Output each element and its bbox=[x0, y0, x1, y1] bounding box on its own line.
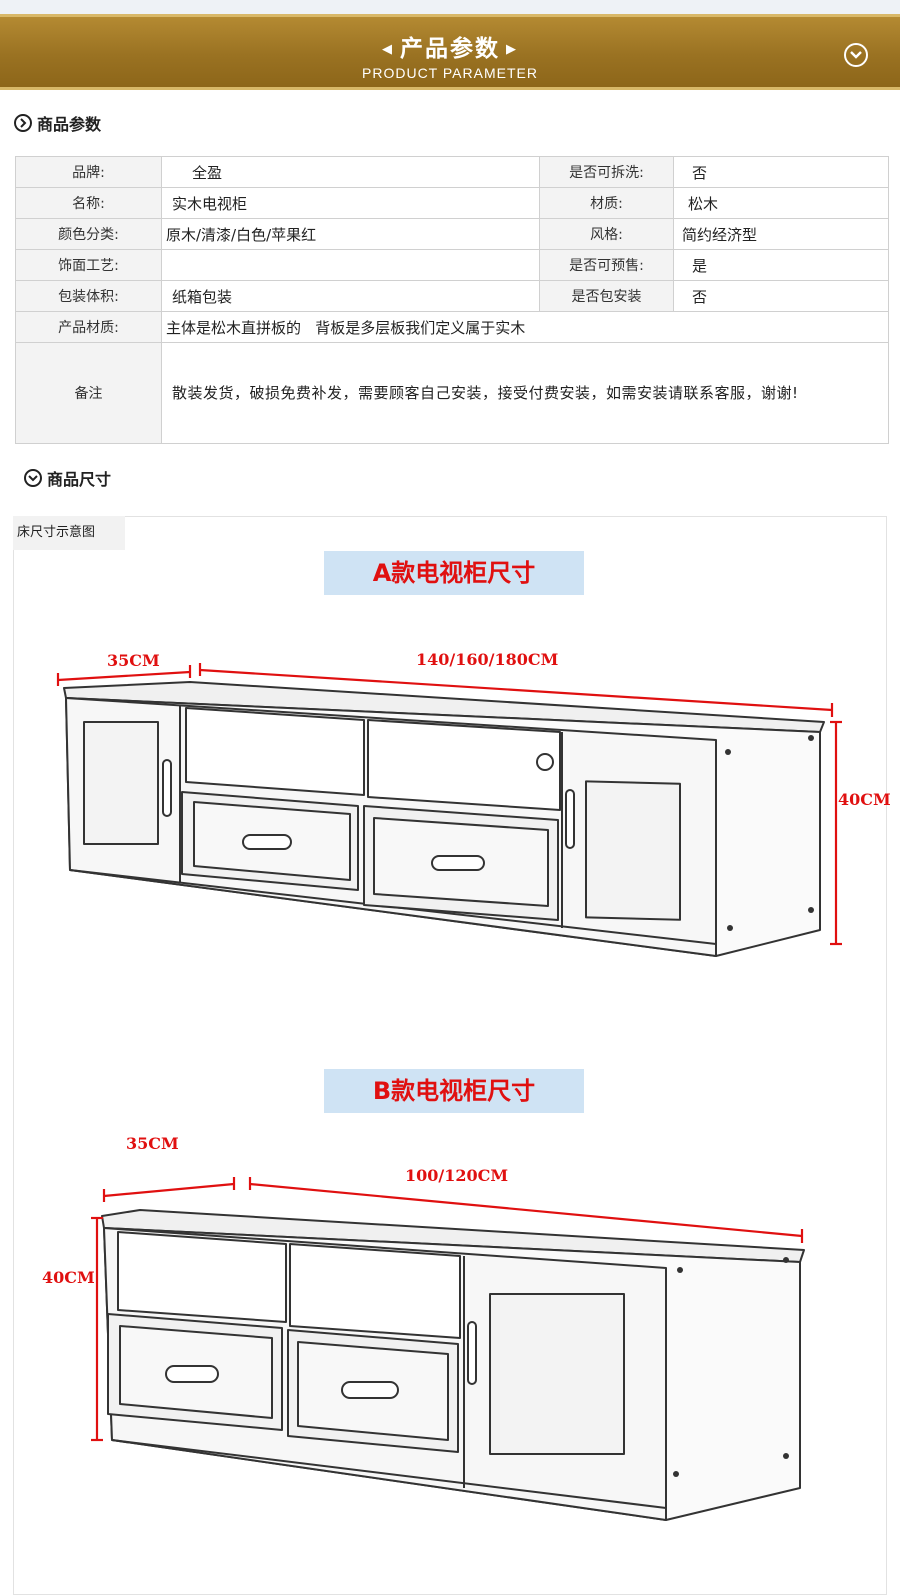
cabinet-b-drawing bbox=[101, 1209, 805, 1521]
color-label: 颜色分类: bbox=[15, 218, 162, 250]
params-section-heading: 商品参数 bbox=[14, 111, 101, 135]
table-row: 包装体积: 纸箱包装 是否包安装 否 bbox=[15, 280, 889, 312]
presale-label: 是否可预售: bbox=[539, 249, 674, 281]
table-row: 颜色分类: 原木/清漆/白色/苹果红 风格: 简约经济型 bbox=[15, 218, 889, 250]
name-label: 名称: bbox=[15, 187, 162, 219]
chevron-down-icon bbox=[24, 469, 42, 487]
banner-title: ◀产品参数▶ bbox=[382, 36, 518, 62]
model-a-height-label: 40CM bbox=[838, 790, 891, 809]
detachable-label: 是否可拆洗: bbox=[539, 156, 674, 188]
model-b-width-label: 100/120CM bbox=[405, 1166, 509, 1185]
model-b-title: B款电视柜尺寸 bbox=[324, 1069, 584, 1113]
section-banner: ◀产品参数▶ PRODUCT PARAMETER bbox=[0, 14, 900, 90]
finish-value bbox=[161, 249, 540, 281]
model-a-width-label: 140/160/180CM bbox=[416, 650, 559, 669]
model-b-height-label: 40CM bbox=[42, 1268, 95, 1287]
banner-subtitle: PRODUCT PARAMETER bbox=[362, 65, 538, 81]
model-a-title: A款电视柜尺寸 bbox=[324, 551, 584, 595]
top-strip bbox=[0, 0, 900, 14]
name-value: 实木电视柜 bbox=[161, 187, 540, 219]
params-table: 品牌: 全盈 是否可拆洗: 否 名称: 实木电视柜 材质: 松木 颜色分类: 原… bbox=[15, 156, 889, 444]
style-label: 风格: bbox=[539, 218, 674, 250]
color-value: 原木/清漆/白色/苹果红 bbox=[161, 218, 540, 250]
diagram-tab: 床尺寸示意图 bbox=[13, 516, 125, 550]
model-a-depth-label: 35CM bbox=[107, 651, 160, 670]
style-value: 简约经济型 bbox=[673, 218, 889, 250]
table-row: 备注 散装发货，破损免费补发，需要顾客自己安装，接受付费安装，如需安装请联系客服… bbox=[15, 342, 889, 444]
chevron-down-icon[interactable] bbox=[844, 43, 868, 67]
material-value: 松木 bbox=[673, 187, 889, 219]
model-b-depth-label: 35CM bbox=[126, 1134, 179, 1153]
table-row: 饰面工艺: 是否可预售: 是 bbox=[15, 249, 889, 281]
table-row: 品牌: 全盈 是否可拆洗: 否 bbox=[15, 156, 889, 188]
brand-value: 全盈 bbox=[161, 156, 540, 188]
install-value: 否 bbox=[673, 280, 889, 312]
table-row: 名称: 实木电视柜 材质: 松木 bbox=[15, 187, 889, 219]
presale-value: 是 bbox=[673, 249, 889, 281]
triangle-left-icon: ◀ bbox=[382, 42, 394, 57]
size-section-heading: 商品尺寸 bbox=[24, 466, 111, 490]
material-label: 材质: bbox=[539, 187, 674, 219]
finish-label: 饰面工艺: bbox=[15, 249, 162, 281]
package-label: 包装体积: bbox=[15, 280, 162, 312]
detachable-value: 否 bbox=[673, 156, 889, 188]
cabinet-a-drawing bbox=[63, 681, 825, 957]
note-value: 散装发货，破损免费补发，需要顾客自己安装，接受付费安装，如需安装请联系客服，谢谢… bbox=[172, 384, 799, 402]
chevron-right-icon bbox=[14, 114, 32, 132]
brand-label: 品牌: bbox=[15, 156, 162, 188]
note-label: 备注 bbox=[15, 342, 162, 444]
triangle-right-icon: ▶ bbox=[506, 42, 518, 57]
install-label: 是否包安装 bbox=[539, 280, 674, 312]
